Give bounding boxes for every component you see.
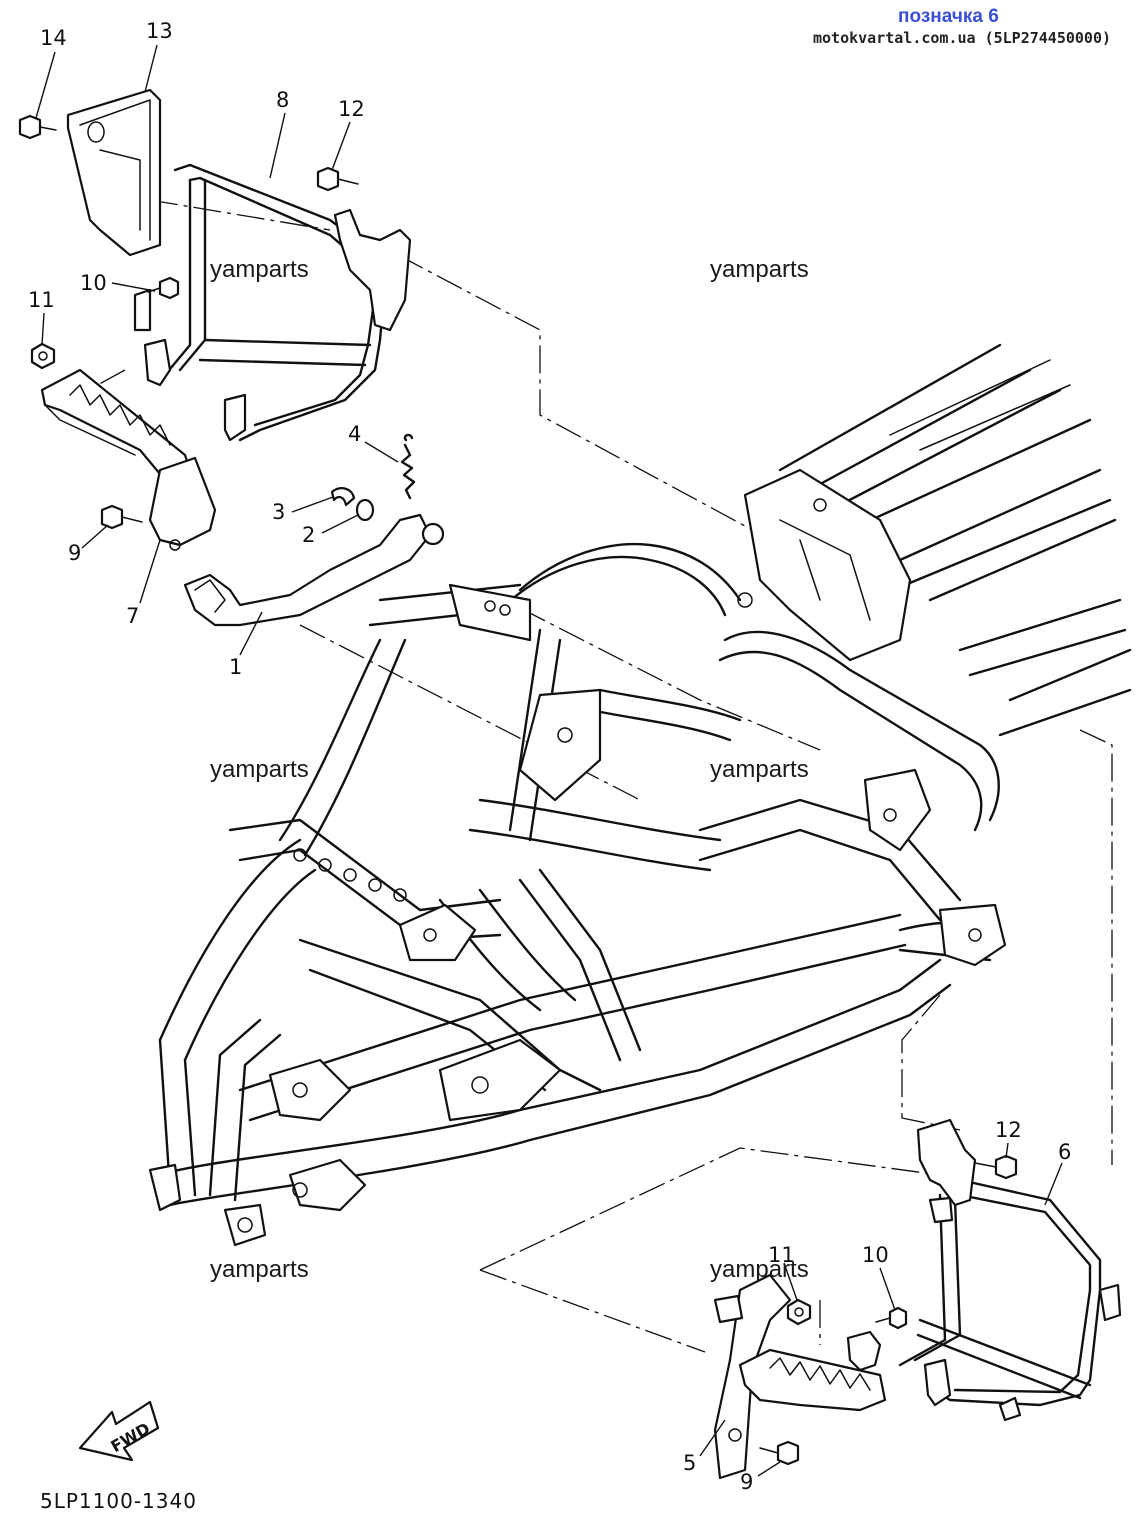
footrest-left (40, 368, 217, 551)
callout-12-upper: 12 (338, 97, 365, 121)
callout-12-lower: 12 (995, 1118, 1022, 1142)
callout-10-upper: 10 (80, 271, 107, 295)
diagram-label: позначка 6 (898, 6, 999, 27)
source-label: motokvartal.com.ua (5LP274450000) (812, 29, 1111, 47)
atv-frame (148, 343, 1132, 1247)
brake-pedal-assembly (183, 433, 445, 627)
watermark-5: yamparts (210, 1256, 309, 1283)
callout-13: 13 (146, 19, 173, 43)
fwd-arrow-icon: FWD (78, 1400, 160, 1462)
watermark-6: yamparts (710, 1256, 809, 1283)
watermark-3: yamparts (210, 756, 309, 783)
callout-5: 5 (683, 1451, 697, 1475)
drawing-code: 5LP1100-1340 (40, 1489, 197, 1513)
callout-10-lower: 10 (862, 1243, 889, 1267)
callout-3: 3 (272, 500, 286, 524)
callout-6: 6 (1058, 1140, 1072, 1164)
callout-4: 4 (348, 422, 362, 446)
callout-11-upper: 11 (28, 288, 55, 312)
callout-11-lower: 11 (768, 1243, 795, 1267)
callout-2: 2 (302, 523, 316, 547)
callout-9-upper: 9 (68, 541, 82, 565)
watermark-2: yamparts (710, 256, 809, 283)
watermark-1: yamparts (210, 256, 309, 283)
footrest-bracket-left (66, 88, 412, 442)
footrest-bracket-right (713, 1118, 1122, 1480)
leader-lines (35, 44, 1063, 1477)
callout-1: 1 (229, 655, 243, 679)
callout-9-lower: 9 (740, 1470, 754, 1494)
callout-8: 8 (276, 88, 290, 112)
watermark-4: yamparts (710, 756, 809, 783)
fasteners (18, 114, 1018, 1466)
callout-7: 7 (126, 604, 140, 628)
callout-14: 14 (40, 26, 67, 50)
